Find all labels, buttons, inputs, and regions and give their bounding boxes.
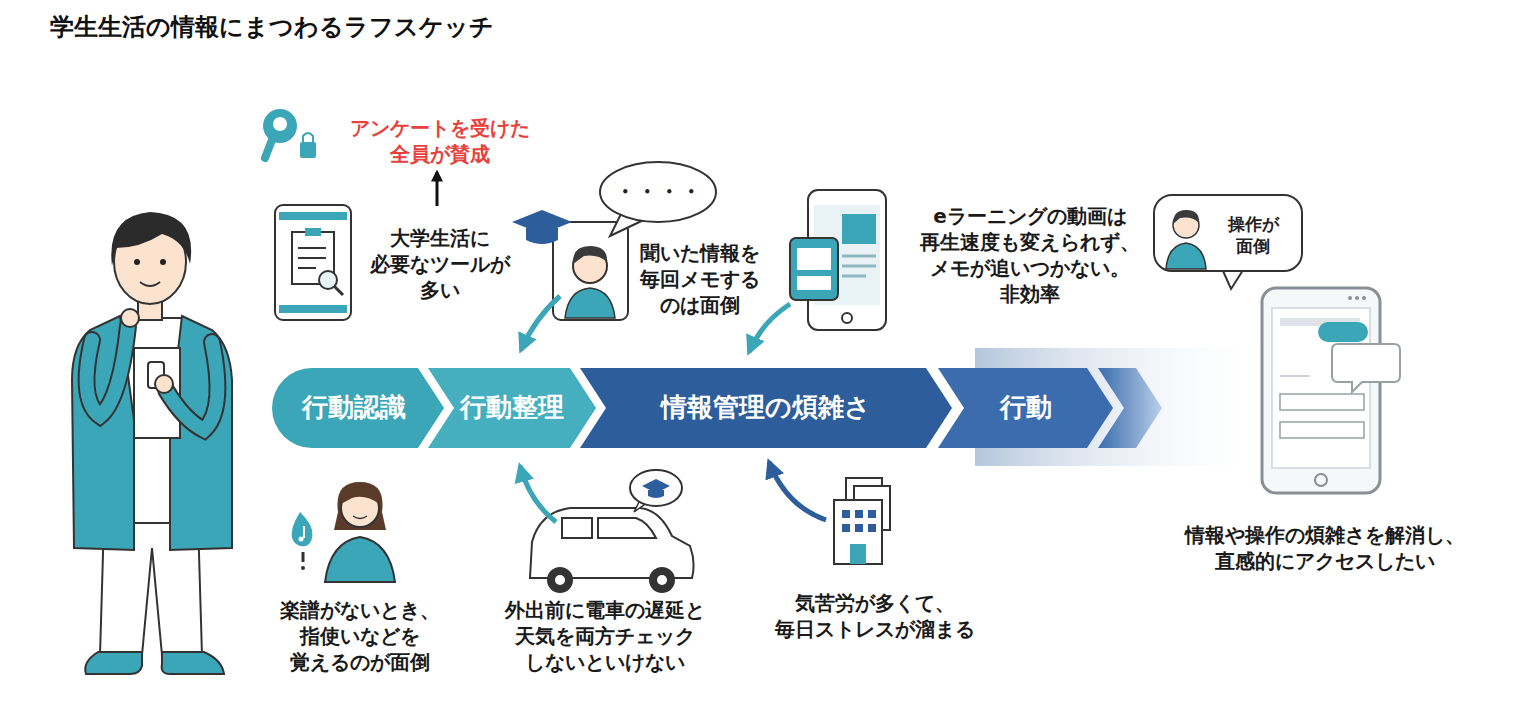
node-label: 行動整理 xyxy=(460,391,564,425)
avatar-body xyxy=(1166,243,1206,269)
chevron-shape xyxy=(580,368,952,448)
node-label: ・・・・ xyxy=(614,178,702,207)
node-label: 行動 xyxy=(1000,391,1052,425)
annotation-text: 楽譜がないとき、 指使いなどを 覚えるのが面倒 xyxy=(280,597,440,675)
node-label: 情報管理の煩雑さ xyxy=(661,391,871,425)
avatar-phone-icon xyxy=(512,210,628,320)
stage-chevron: 行動整理 xyxy=(428,368,596,448)
speech-bubble: ・・・・ xyxy=(598,160,718,236)
band-fade xyxy=(975,348,1275,466)
stage-chevron: 行動 xyxy=(938,368,1113,448)
annotation-text: 外出前に電車の遅延と 天気を両方チェック しないといけない xyxy=(505,597,705,675)
influence-arrow xyxy=(769,462,826,520)
node-label: 行動認識 xyxy=(302,391,406,425)
influence-arrow xyxy=(749,304,790,352)
survey-note: アンケートを受けた 全員が賛成 xyxy=(350,115,530,167)
annotation-text: 聞いた情報を 毎回メモする のは面倒 xyxy=(640,240,760,318)
app-phone xyxy=(1262,288,1400,493)
elearning-phone-icon xyxy=(790,190,886,330)
diagram-title: 学生生活の情報にまつわるラフスケッチ xyxy=(50,12,494,43)
chevron-shape xyxy=(938,368,1113,448)
building-docs-icon xyxy=(834,478,890,564)
stage-chevron: 情報管理の煩雑さ xyxy=(580,368,952,448)
chevron-shape xyxy=(272,368,444,448)
avatar-hair xyxy=(1173,210,1199,224)
music-student-icon xyxy=(292,482,395,582)
bubble-outline xyxy=(1154,195,1302,271)
annotation-text: 気苦労が多くて、 毎日ストレスが溜まる xyxy=(775,590,975,642)
node-label: 操作が 面倒 xyxy=(1228,213,1279,257)
speech-bubble: 操作が 面倒 xyxy=(1152,193,1304,289)
bubble-outline xyxy=(600,162,716,222)
car-icon xyxy=(530,470,694,593)
node-shape xyxy=(1152,193,1304,289)
influence-arrow xyxy=(521,296,560,350)
tablet-icon xyxy=(275,205,351,320)
survey-arrow xyxy=(436,172,439,206)
influence-arrow xyxy=(520,466,556,522)
stage-chevron: 行動認識 xyxy=(272,368,444,448)
annotation-text: eラーニングの動画は 再生速度も変えられず、 メモが追いつかない。 非効率 xyxy=(920,203,1140,307)
goal-text: 情報や操作の煩雑さを解消し、 直感的にアクセスしたい xyxy=(1185,522,1465,574)
annotation-text: 大学生活に 必要なツールが 多い xyxy=(370,225,510,303)
student-figure xyxy=(72,212,232,674)
key-icon xyxy=(263,109,316,158)
chevron-shape xyxy=(428,368,596,448)
